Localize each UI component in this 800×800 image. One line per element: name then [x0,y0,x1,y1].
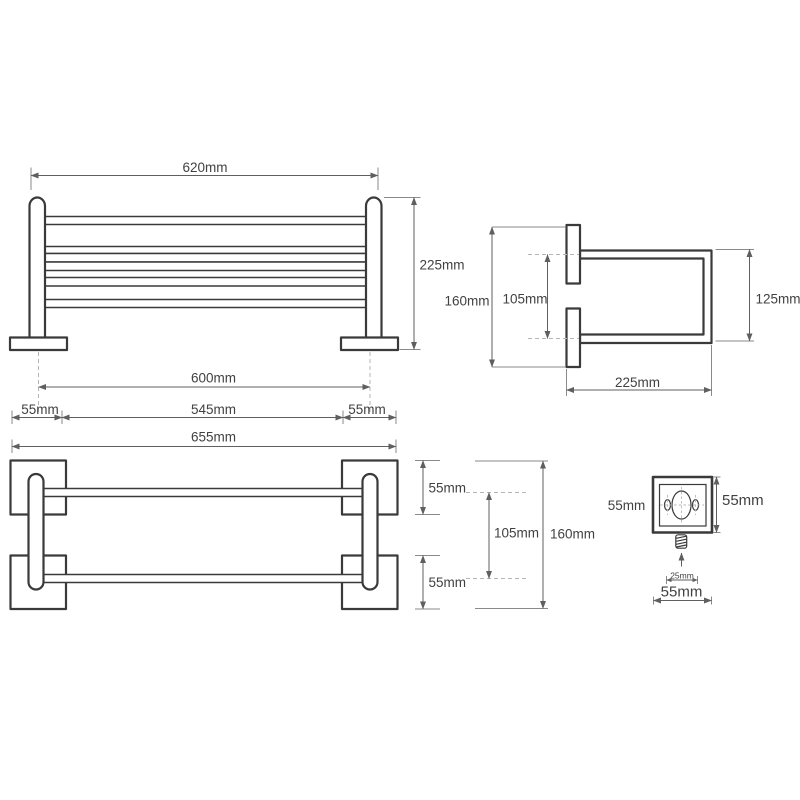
dimension-label: 55mm [429,575,467,590]
dimension-label: 25mm [670,571,694,581]
side-view: 160mm 105mm 125mm 225mm [444,223,800,396]
rail-bottom [42,573,365,584]
dimension-label: 55mm [429,481,467,496]
dim-top-centers: 105mm [466,492,539,579]
shelf-bar-5 [44,276,367,287]
post-right [364,196,383,340]
dim-width-top: 620mm [30,160,379,190]
dim-top-height-total: 160mm [475,460,595,609]
dimension-label: 545mm [191,402,236,417]
dim-side-depth: 225mm [566,345,712,396]
dim-side-height-centers: 105mm [502,254,579,339]
post-plan-left [27,472,45,591]
dimension-label: 620mm [182,160,227,175]
dimension-label: 105mm [502,292,547,307]
shelf-bar-3 [44,252,367,263]
dimension-label: 55mm [21,402,59,417]
dim-side-height-total: 160mm [444,226,566,368]
dimension-label: 55mm [722,492,764,509]
top-view: 55mm 55mm 105mm 160mm [9,459,595,611]
dimension-label: 225mm [420,258,465,273]
dim-plate-top: 55mm [415,460,467,515]
dim-detail-height: 55mm [713,476,764,533]
shelf-bar-4 [44,261,367,272]
screw [675,534,688,549]
shelf-bar-1 [44,215,367,226]
post-left [28,196,47,340]
detail-view: 55mm 55mm 25mm 55mm [608,475,764,605]
dimension-label: 125mm [756,292,800,307]
dim-screw-length: 25mm [666,571,698,584]
dim-height: 225mm [384,197,465,350]
post-plan-right [361,472,379,591]
dimension-label: 225mm [615,375,660,390]
foot-right [339,336,400,352]
screw-threads [676,535,687,548]
dim-plate-bottom: 55mm [415,555,467,610]
dim-width-centers: 600mm [38,371,371,390]
dimension-label: 55mm [348,402,386,417]
dimension-label: 55mm [608,498,646,513]
dim-side-frame-height: 125mm [715,249,800,342]
rail-top [42,487,365,498]
front-view: 620mm 225mm 600mm 55mm 545mm [8,160,465,453]
side-frame [578,249,713,345]
detail-center-hole [671,490,692,520]
shelf-bar-2 [44,245,367,255]
dimension-label: 160mm [444,294,489,309]
dimension-label: 105mm [494,526,539,541]
dimension-label: 655mm [191,430,236,445]
dim-detail-width: 55mm [653,584,712,605]
towel-rail-bar [44,298,367,309]
dim-offsets-row: 55mm 545mm 55mm [11,402,397,424]
dimension-label: 55mm [661,584,703,601]
dimension-label: 600mm [191,371,236,386]
foot-left [8,336,69,352]
detail-plate-outer [651,475,714,534]
dim-width-total: 655mm [11,430,397,453]
dimension-label: 160mm [550,527,595,542]
screw-body [675,534,688,549]
detail-plate-inner [658,483,707,527]
wall-bracket-bottom [565,307,582,369]
